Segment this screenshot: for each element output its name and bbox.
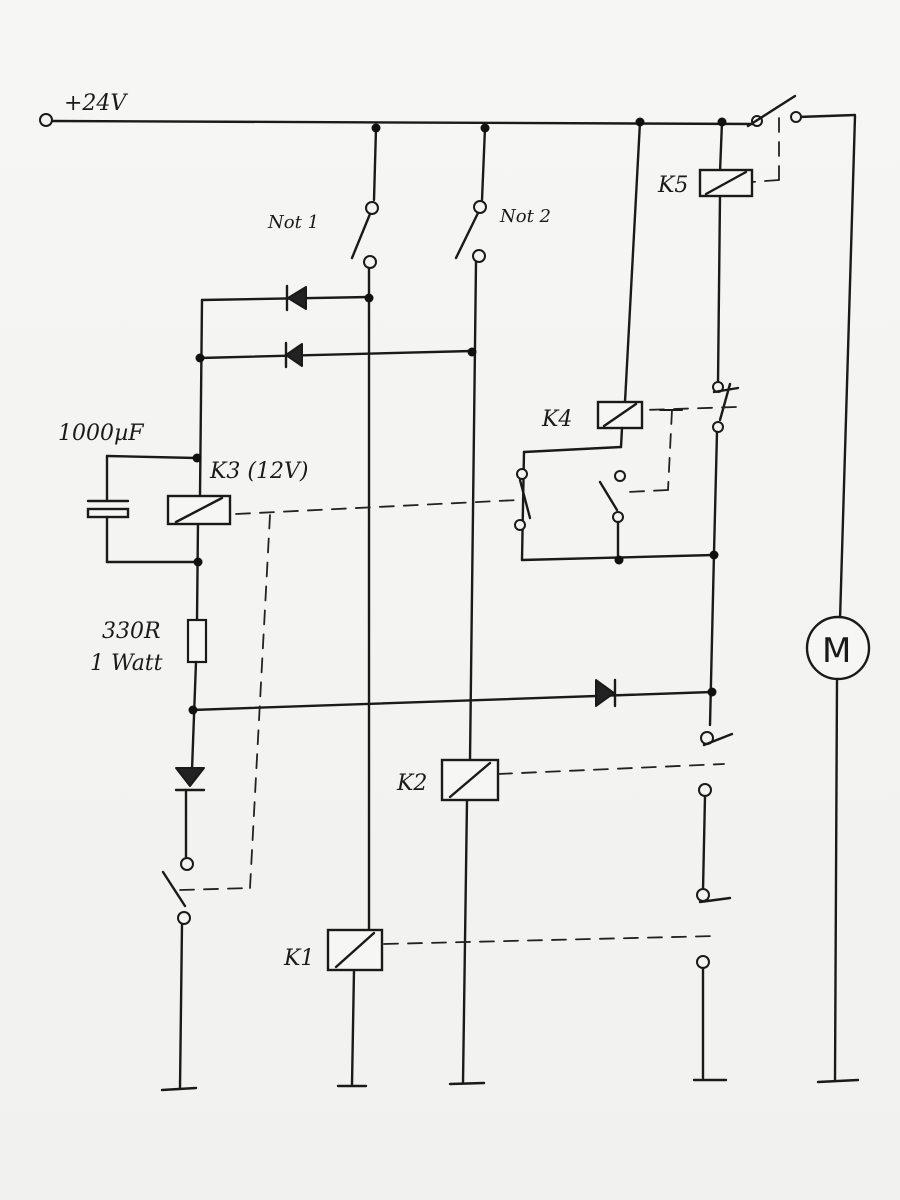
k5-contact [746,94,802,183]
resistor-power-label: 1 Watt [90,651,163,676]
k4-label: K4 [541,407,572,432]
diode-k3-bottom [174,767,206,792]
not1-label: Not 1 [267,212,319,233]
column-k4-feed [623,120,642,404]
resistor-symbol [186,618,208,664]
column-not1 [336,126,379,1088]
capacitor-label: 1000µF [58,421,144,446]
junction-dots [188,117,727,715]
k1-coil [326,928,717,972]
diode-not1 [285,284,307,312]
k1-label: K1 [283,946,314,971]
not2-label: Not 2 [499,206,551,227]
k5-coil [698,168,754,198]
resistor-value-label: 330R [102,619,161,644]
motor-label: M [822,631,851,671]
k5-label: K5 [657,173,688,198]
supply-terminal [39,113,53,127]
left-column [160,295,714,1092]
supply-rail [39,113,857,127]
motor-branch [805,114,871,1084]
diode-not2 [284,341,303,369]
k2-label: K2 [396,771,427,796]
column-not2 [448,126,487,1086]
motor-symbol [805,615,871,681]
column-k5 [644,120,740,1082]
k3-label: K3 (12V) [209,459,308,484]
k3-coil [166,494,519,526]
diode-horizontal [595,678,617,708]
k2-coil [440,758,725,802]
capacitor-symbol [86,454,200,564]
supply-label: +24V [64,91,128,116]
